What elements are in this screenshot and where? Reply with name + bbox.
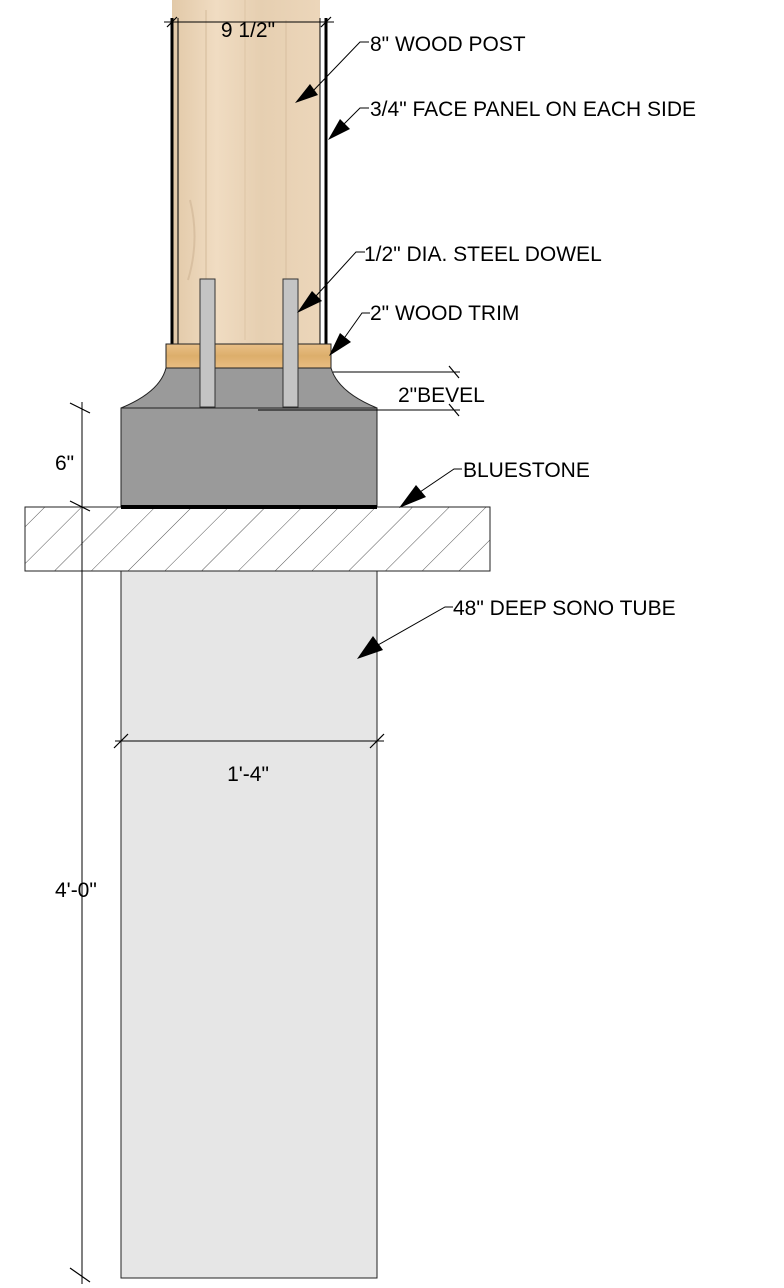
- wood-post-leader: [295, 41, 369, 103]
- bevel-dimension: [258, 365, 460, 417]
- bluestone-leader: [399, 468, 462, 508]
- pier-cap-height-label: 6": [55, 452, 74, 475]
- steel-dowel-label: 1/2" DIA. STEEL DOWEL: [364, 243, 602, 266]
- tube-depth-label: 4'-0": [55, 879, 97, 902]
- face-panel-leader: [328, 107, 369, 140]
- pier-cap-dimension: [69, 402, 91, 514]
- wood-trim: [165, 343, 332, 369]
- tube-width-dimension: [113, 733, 385, 749]
- steel-dowel-left: [199, 278, 216, 408]
- sono-tube-label: 48" DEEP SONO TUBE: [453, 597, 676, 620]
- steel-dowel-leader: [297, 251, 365, 313]
- bluestone-label: BLUESTONE: [463, 459, 590, 482]
- sono-tube-leader: [357, 606, 453, 659]
- face-panels: [170, 18, 328, 344]
- face-panel-label: 3/4" FACE PANEL ON EACH SIDE: [370, 98, 696, 121]
- pier-cap: [120, 407, 378, 508]
- bevel-label: 2"BEVEL: [398, 384, 485, 407]
- steel-dowel-right: [282, 278, 299, 408]
- bevel: [120, 367, 378, 409]
- tube-width-label: 1'-4": [227, 763, 269, 786]
- tube-depth-dimension: [69, 514, 91, 1284]
- sono-tube: [120, 565, 378, 1279]
- wood-trim-leader: [329, 312, 370, 356]
- post-width-dimension: [164, 16, 334, 28]
- post-width-label: 9 1/2": [221, 19, 275, 42]
- wood-trim-label: 2" WOOD TRIM: [370, 302, 519, 325]
- bluestone-slab: [24, 506, 491, 572]
- wood-post-label: 8" WOOD POST: [370, 33, 526, 56]
